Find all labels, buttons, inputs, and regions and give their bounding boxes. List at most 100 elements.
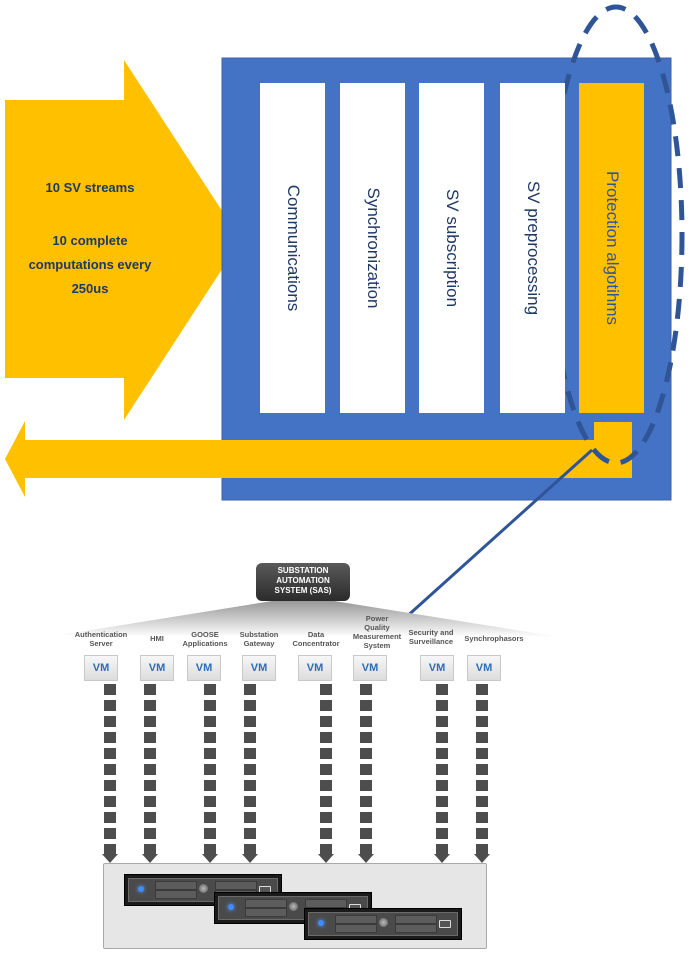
link-dot xyxy=(104,748,116,759)
link-dot xyxy=(104,796,116,807)
link-dot xyxy=(144,684,156,695)
link-dot xyxy=(360,716,372,727)
app-label-line: Security and xyxy=(408,628,454,637)
link-dot xyxy=(360,812,372,823)
app-label-line: Quality xyxy=(364,623,390,632)
stage-sv-subscription: SV subscription xyxy=(419,83,484,413)
link-dot xyxy=(144,796,156,807)
app-label-hmi: HMI xyxy=(150,634,164,643)
vm-badge: VM xyxy=(84,655,118,681)
vm-badge: VM xyxy=(467,655,501,681)
input-arrow xyxy=(5,60,241,420)
app-label-line: System xyxy=(363,641,391,650)
link-dot xyxy=(360,748,372,759)
link-dot xyxy=(360,828,372,839)
stage-communications: Communications xyxy=(260,83,325,413)
link-dot xyxy=(204,796,216,807)
vm-badge: VM xyxy=(298,655,332,681)
app-label-synchrophasors: Synchrophasors xyxy=(464,634,523,643)
link-dot xyxy=(204,716,216,727)
link-dot xyxy=(244,700,256,711)
link-dot xyxy=(436,828,448,839)
stage-label: Protection algotihms xyxy=(602,170,622,326)
stage-label: Communications xyxy=(283,184,303,312)
knob-icon xyxy=(199,884,208,893)
link-dot xyxy=(360,764,372,775)
link-dot xyxy=(320,844,332,855)
app-label-line: Measurement xyxy=(352,632,402,641)
link-dot xyxy=(144,764,156,775)
link-dot xyxy=(476,844,488,855)
power-led-icon xyxy=(318,920,324,926)
link-dot xyxy=(244,716,256,727)
link-dot xyxy=(320,684,332,695)
link-dot xyxy=(320,732,332,743)
app-label-line: HMI xyxy=(150,634,164,643)
link-dot xyxy=(244,764,256,775)
link-dot xyxy=(436,748,448,759)
app-label-line: GOOSE xyxy=(191,630,219,639)
link-dot xyxy=(104,812,116,823)
link-dot xyxy=(320,748,332,759)
link-dot xyxy=(360,796,372,807)
link-dot xyxy=(144,700,156,711)
link-dot xyxy=(204,764,216,775)
vm-badge: VM xyxy=(140,655,174,681)
link-dot xyxy=(360,732,372,743)
link-dot xyxy=(436,732,448,743)
vm-badge: VM xyxy=(242,655,276,681)
sas-title-line-1: SUBSTATION xyxy=(277,566,329,575)
link-dot xyxy=(104,844,116,855)
stage-protection-algorithms: Protection algotihms xyxy=(579,83,644,413)
link-dot xyxy=(360,700,372,711)
sas-fan xyxy=(60,596,560,637)
input-arrow-line-2: 10 complete xyxy=(52,233,128,248)
link-dot xyxy=(244,796,256,807)
link-dot xyxy=(476,700,488,711)
input-arrow-line-1: 10 SV streams xyxy=(45,180,135,195)
app-label-line: Concentrator xyxy=(292,639,340,648)
link-dot xyxy=(204,684,216,695)
link-dot xyxy=(476,780,488,791)
link-dot xyxy=(436,780,448,791)
link-arrowhead xyxy=(242,854,258,863)
link-dot xyxy=(436,844,448,855)
link-dot xyxy=(204,844,216,855)
link-dot xyxy=(204,748,216,759)
link-dot xyxy=(436,684,448,695)
connector-line xyxy=(392,448,594,630)
app-label-line: Server xyxy=(89,639,113,648)
link-dot xyxy=(320,796,332,807)
port-icon xyxy=(439,920,451,928)
link-dot xyxy=(144,748,156,759)
link-dot xyxy=(476,764,488,775)
vm-links xyxy=(102,684,490,863)
output-arrow xyxy=(5,421,632,497)
link-dot xyxy=(476,684,488,695)
stage-label: SV preprocessing xyxy=(523,180,543,316)
link-arrowhead xyxy=(474,854,490,863)
app-label-line: Authentication xyxy=(74,630,128,639)
power-led-icon xyxy=(138,886,144,892)
link-dot xyxy=(104,684,116,695)
link-dot xyxy=(244,828,256,839)
link-dot xyxy=(436,812,448,823)
link-arrowhead xyxy=(358,854,374,863)
stage-label: SV subscription xyxy=(442,188,462,308)
link-dot xyxy=(104,700,116,711)
link-dot xyxy=(244,732,256,743)
vm-badge: VM xyxy=(420,655,454,681)
server-chassis xyxy=(103,863,487,949)
link-arrowhead xyxy=(142,854,158,863)
link-dot xyxy=(320,780,332,791)
input-arrow-line-4: 250us xyxy=(71,281,109,296)
link-dot xyxy=(144,812,156,823)
stage-synchronization: Synchronization xyxy=(340,83,405,413)
app-label-line: Synchrophasors xyxy=(464,634,524,643)
power-led-icon xyxy=(228,904,234,910)
link-dot xyxy=(476,796,488,807)
link-dot xyxy=(320,716,332,727)
